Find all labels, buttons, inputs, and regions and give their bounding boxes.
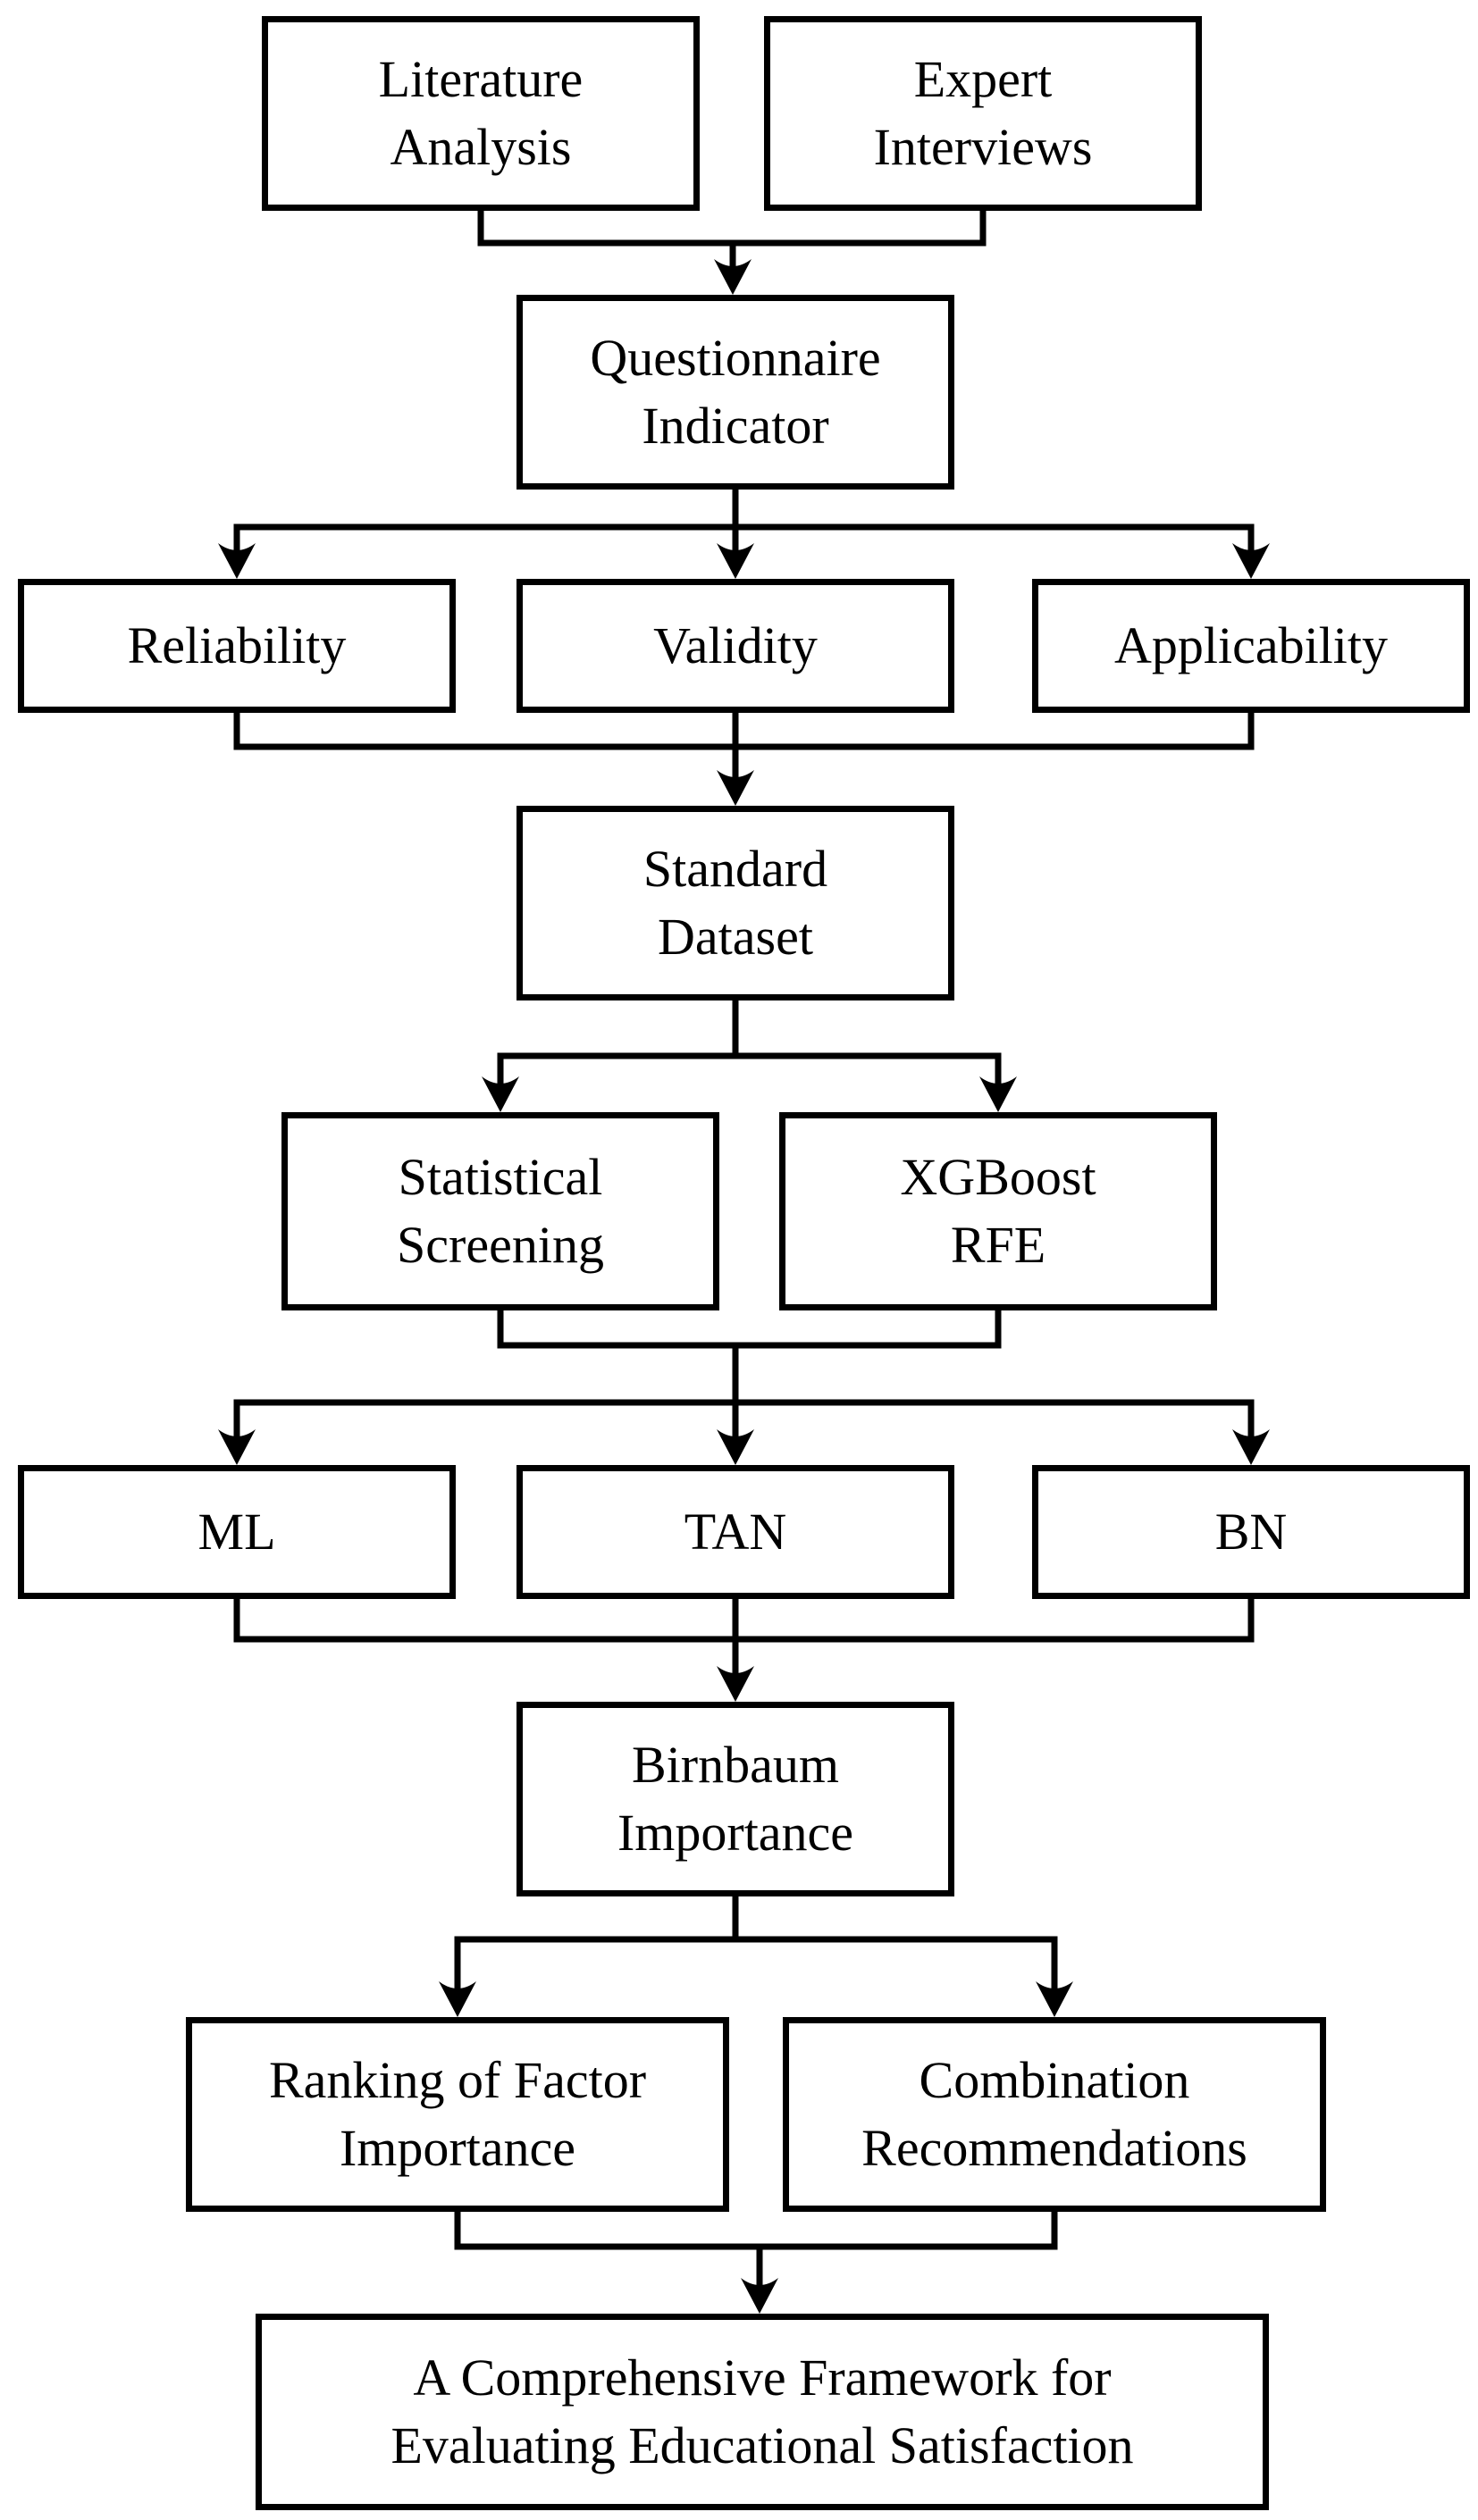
node-label: ML (197, 1503, 276, 1561)
node-combination-recommendations: Combination Recommendations (783, 2017, 1326, 2212)
flow-lines (233, 211, 1255, 2287)
node-bn: BN (1032, 1465, 1470, 1599)
node-label: Questionnaire Indicator (590, 329, 881, 455)
node-ranking-of-factor-importance: Ranking of Factor Importance (186, 2017, 729, 2212)
node-label: Statistical Screening (397, 1148, 604, 1274)
node-label: Applicability (1113, 616, 1389, 674)
node-label: Combination Recommendations (861, 2051, 1247, 2177)
node-xgboost-rfe: XGBoost RFE (779, 1112, 1217, 1310)
node-label: Ranking of Factor Importance (268, 2051, 647, 2177)
node-tan: TAN (516, 1465, 954, 1599)
node-label: Birnbaum Importance (617, 1736, 854, 1862)
node-applicability: Applicability (1032, 579, 1470, 713)
node-label: TAN (684, 1503, 787, 1561)
node-label: A Comprehensive Framework for Evaluating… (390, 2348, 1134, 2474)
node-label: Expert Interviews (873, 50, 1093, 176)
node-validity: Validity (516, 579, 954, 713)
node-literature-analysis: Literature Analysis (262, 16, 700, 211)
node-standard-dataset: Standard Dataset (516, 806, 954, 1000)
node-statistical-screening: Statistical Screening (281, 1112, 719, 1310)
node-label: Standard Dataset (642, 840, 828, 966)
node-birnbaum-importance: Birnbaum Importance (516, 1702, 954, 1896)
node-expert-interviews: Expert Interviews (764, 16, 1202, 211)
node-ml: ML (18, 1465, 456, 1599)
node-questionnaire-indicator: Questionnaire Indicator (516, 295, 954, 490)
node-label: XGBoost RFE (900, 1148, 1096, 1274)
node-label: Validity (653, 616, 818, 674)
node-label: Reliability (127, 616, 347, 674)
node-comprehensive-framework: A Comprehensive Framework for Evaluating… (256, 2314, 1269, 2510)
node-label: BN (1214, 1503, 1288, 1561)
node-label: Literature Analysis (378, 50, 584, 176)
node-reliability: Reliability (18, 579, 456, 713)
